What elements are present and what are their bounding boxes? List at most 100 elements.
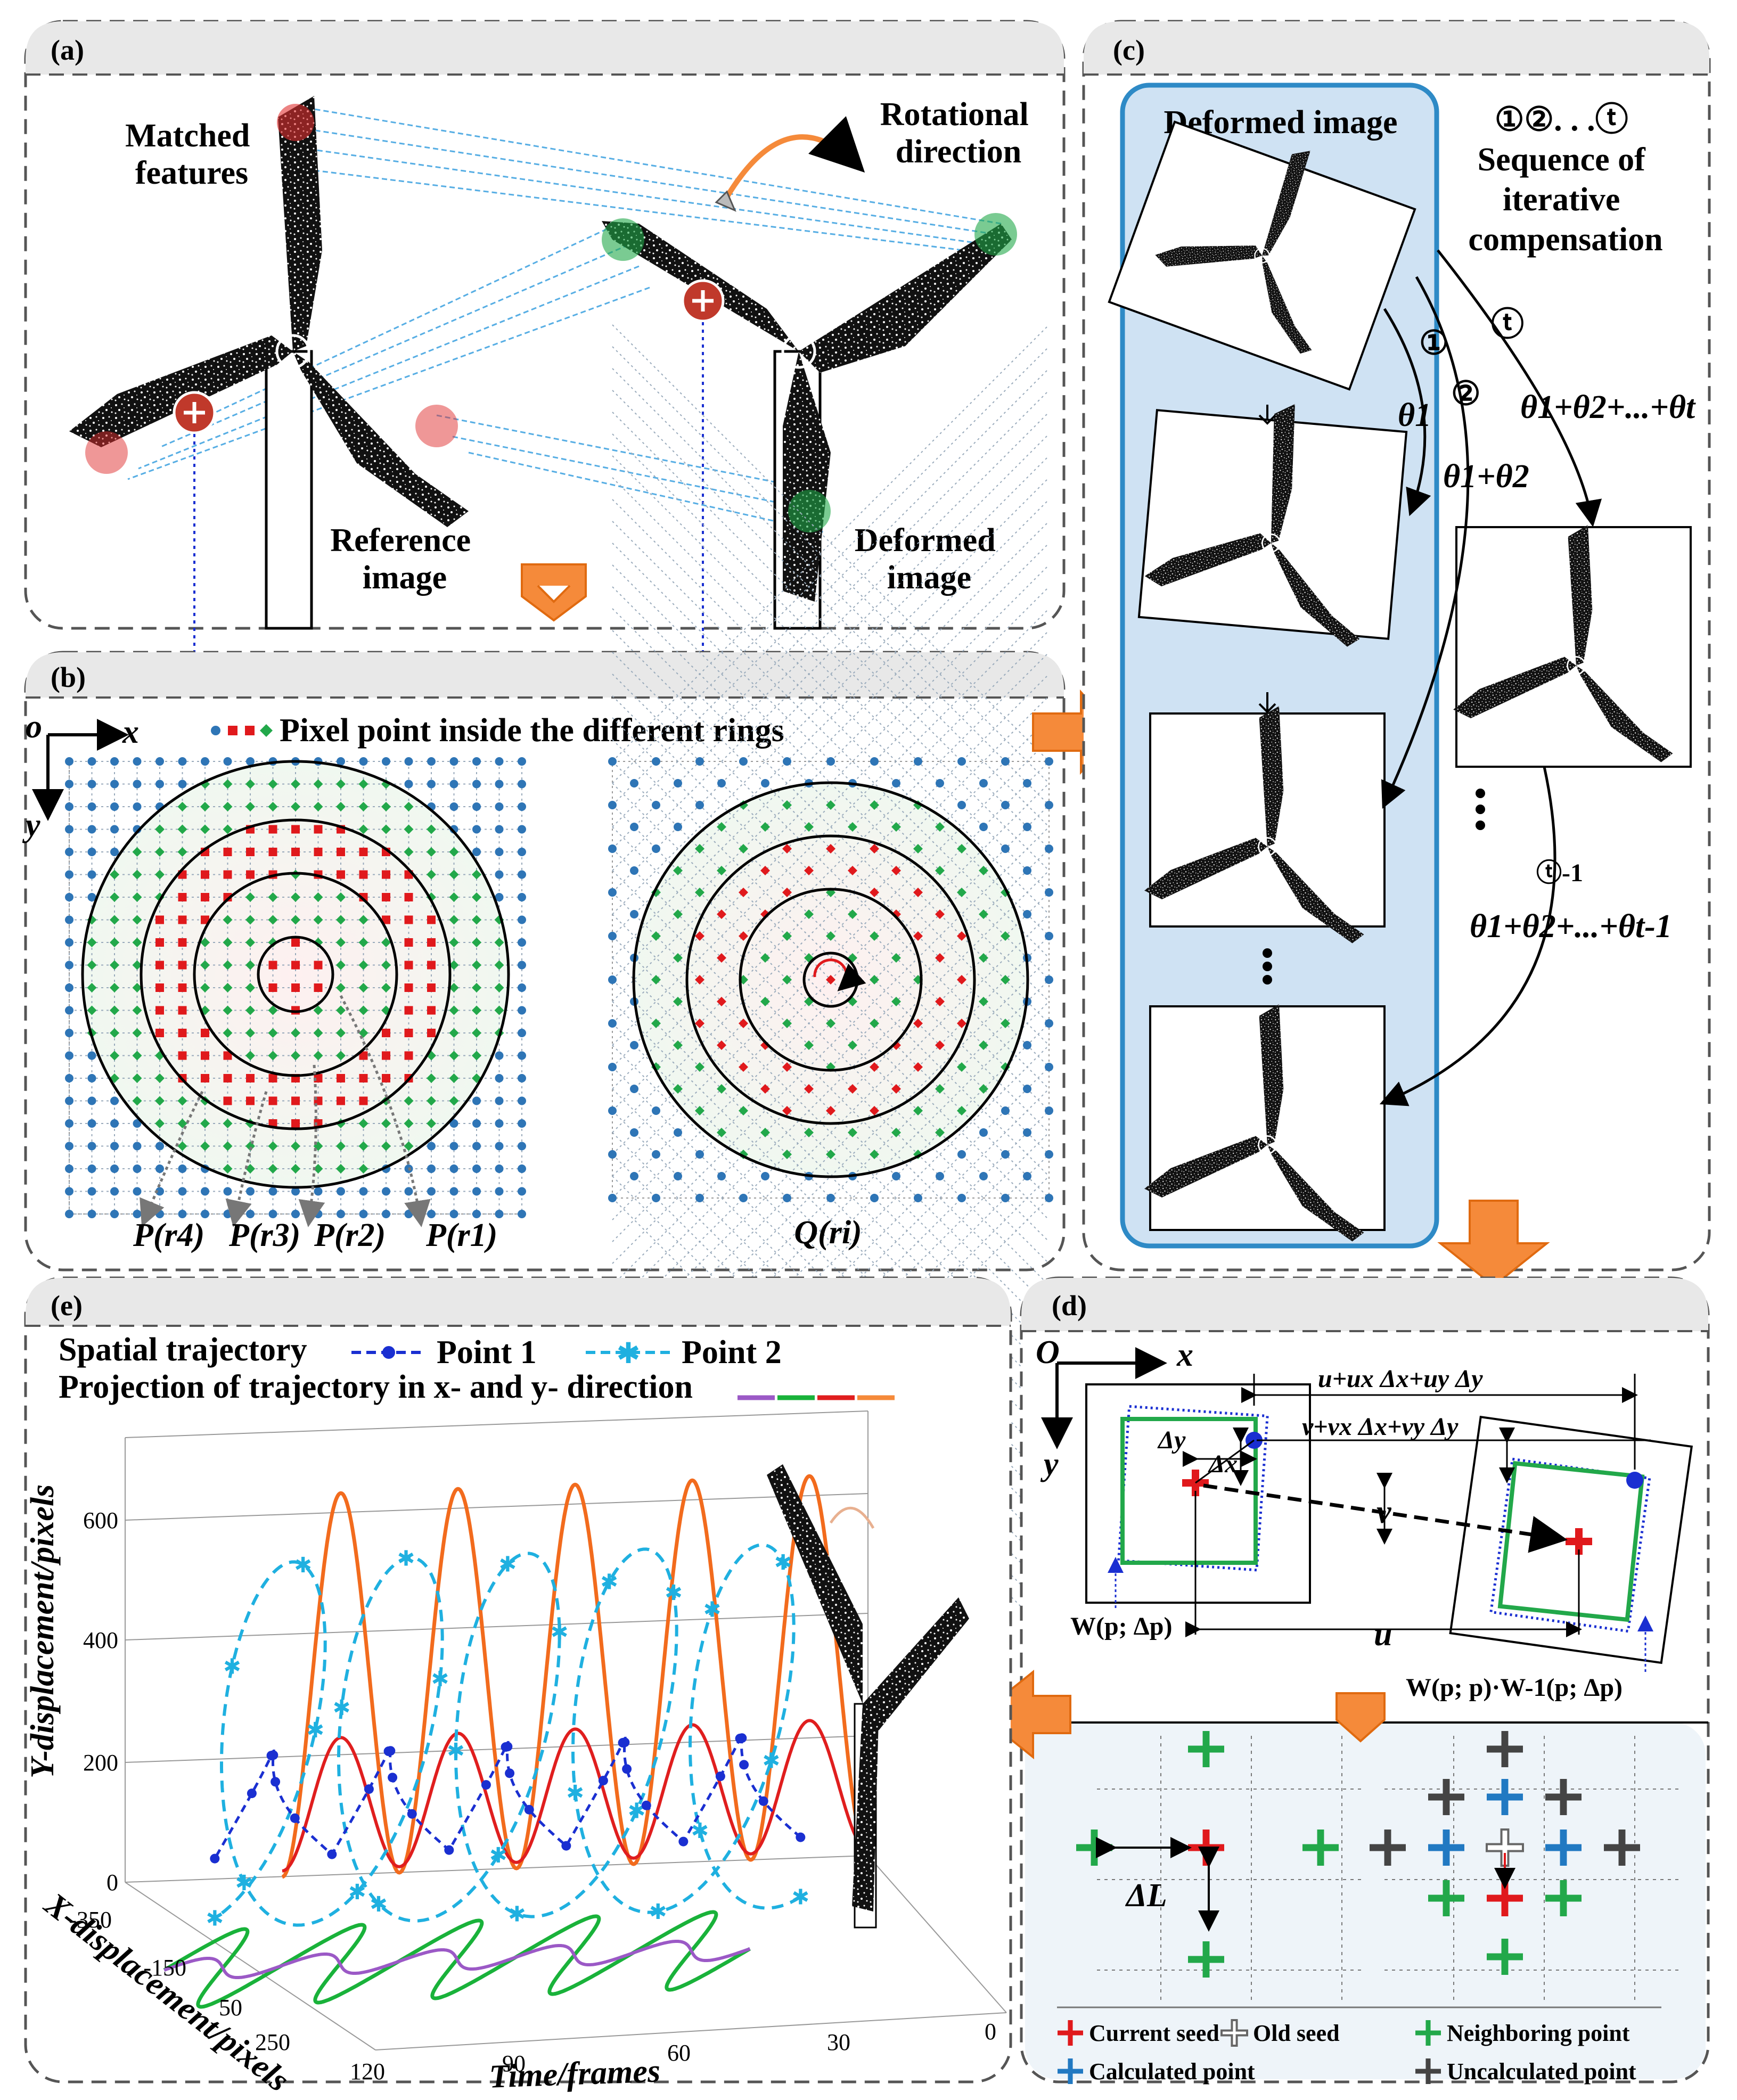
ring-pixel (358, 1028, 368, 1038)
grid-pixel (110, 1142, 119, 1151)
seed-cross-icon (1428, 1830, 1464, 1866)
grid-pixel (495, 802, 504, 811)
grid-pixel (133, 780, 142, 789)
point2-marker: ✱ (223, 1655, 241, 1679)
point2-marker: ✱ (665, 1581, 683, 1605)
grid-pixel (110, 1096, 119, 1105)
grid-pixel (518, 1074, 526, 1082)
ring-pixel (201, 1029, 209, 1037)
ring-pixel (891, 866, 901, 875)
ring-pixel (957, 1106, 966, 1115)
ring-pixel (336, 892, 346, 902)
ring-pixel (472, 869, 481, 880)
ring-pixel (381, 1119, 391, 1128)
ring-pixel (313, 1164, 323, 1174)
grid-pixel (87, 1187, 96, 1196)
grid-pixel (495, 780, 504, 789)
xtick-3: 250 (255, 2029, 290, 2055)
seed-cross-icon (1188, 1731, 1224, 1767)
grid-pixel (957, 1150, 966, 1159)
ring-pixel (404, 1141, 414, 1151)
ring-pixel (1001, 975, 1010, 985)
ring-pixel (804, 1084, 814, 1094)
grid-pixel (404, 1210, 413, 1218)
ring-pixel (177, 824, 187, 834)
ring-pixel (268, 1051, 278, 1061)
point2-label: Point 2 (682, 1334, 782, 1371)
point2-marker: ✱ (333, 1696, 351, 1720)
grid-pixel (630, 779, 638, 788)
ring-pixel (337, 848, 345, 856)
grid-pixel (518, 848, 526, 856)
grid-pixel (87, 1210, 96, 1218)
ring-pixel (870, 1150, 879, 1159)
point1-marker (266, 1751, 276, 1761)
step-mark-1: ① (1419, 325, 1449, 362)
grid-pixel (518, 1006, 526, 1015)
ring-pixel (404, 847, 414, 857)
deformed-frame-0 (1108, 112, 1416, 391)
point1-marker (383, 1746, 394, 1757)
grid-pixel (674, 823, 682, 831)
panel-c-label: (c) (1113, 34, 1145, 66)
ring-pixel (178, 1006, 187, 1015)
ring-pixel (404, 983, 413, 992)
ring-pixel (826, 844, 835, 854)
point1-marker (444, 1845, 454, 1855)
w1-label: W(p; Δp) (1070, 1612, 1172, 1640)
grid-pixel (449, 1164, 458, 1173)
ring-pixel (336, 960, 346, 970)
ring-pixel (246, 848, 255, 856)
legend-text: Current seed (1089, 2020, 1219, 2046)
ring-pixel (404, 893, 413, 901)
grid-pixel (133, 757, 142, 766)
ring-pixel (782, 888, 792, 897)
ring-pixel (472, 960, 481, 970)
ring-pixel (673, 953, 683, 963)
ring-pixel (223, 1119, 233, 1128)
point2-marker: ✱ (703, 1598, 722, 1622)
ring-pixel (313, 892, 323, 902)
ring-pixel (178, 938, 187, 947)
grid-pixel (337, 1187, 345, 1196)
ring-pixel (268, 938, 278, 947)
ring-pixel (449, 892, 459, 902)
point1-marker (327, 1849, 337, 1859)
point1-marker (715, 1771, 725, 1782)
ring-pixel (382, 870, 390, 879)
ring-pixel (404, 1119, 414, 1128)
ring-pixel (717, 997, 726, 1006)
ring-pixel (223, 1141, 233, 1151)
grid-pixel (1023, 1041, 1031, 1049)
ring-pixel (760, 822, 770, 832)
grid-pixel (1045, 757, 1053, 766)
grid-pixel (608, 844, 617, 853)
grid-pixel (472, 757, 481, 766)
ring-pixel (313, 938, 323, 947)
grid-pixel (495, 757, 504, 766)
grid-pixel (87, 848, 96, 856)
ring-labels: P(r4) P(r3) P(r2) P(r1) (133, 1217, 497, 1253)
ring-pixel (155, 1073, 165, 1083)
ring-pixel (201, 915, 209, 924)
point2-marker: ✱ (508, 1902, 526, 1926)
ring-pixel (245, 1005, 255, 1015)
point1-marker (210, 1853, 220, 1864)
grid-pixel (608, 1150, 617, 1159)
ring-pixel (155, 847, 165, 857)
point2-marker: ✱ (447, 1739, 465, 1763)
ring-pixel (291, 779, 300, 789)
ring-pixel (177, 802, 187, 811)
ring-pixel (449, 847, 459, 857)
reference-image-label: Reference image (330, 522, 479, 596)
rotation-arrow-icon (724, 116, 865, 199)
ring-pixel (804, 1128, 814, 1137)
ring-pixel (404, 961, 413, 970)
reference-turbine (69, 96, 469, 630)
grid-pixel (65, 757, 73, 766)
grid-pixel (608, 888, 617, 897)
grid-pixel (449, 1119, 458, 1128)
ring-pixel (132, 847, 142, 857)
ring-pixel (870, 844, 879, 854)
grid-pixel (1001, 757, 1010, 766)
